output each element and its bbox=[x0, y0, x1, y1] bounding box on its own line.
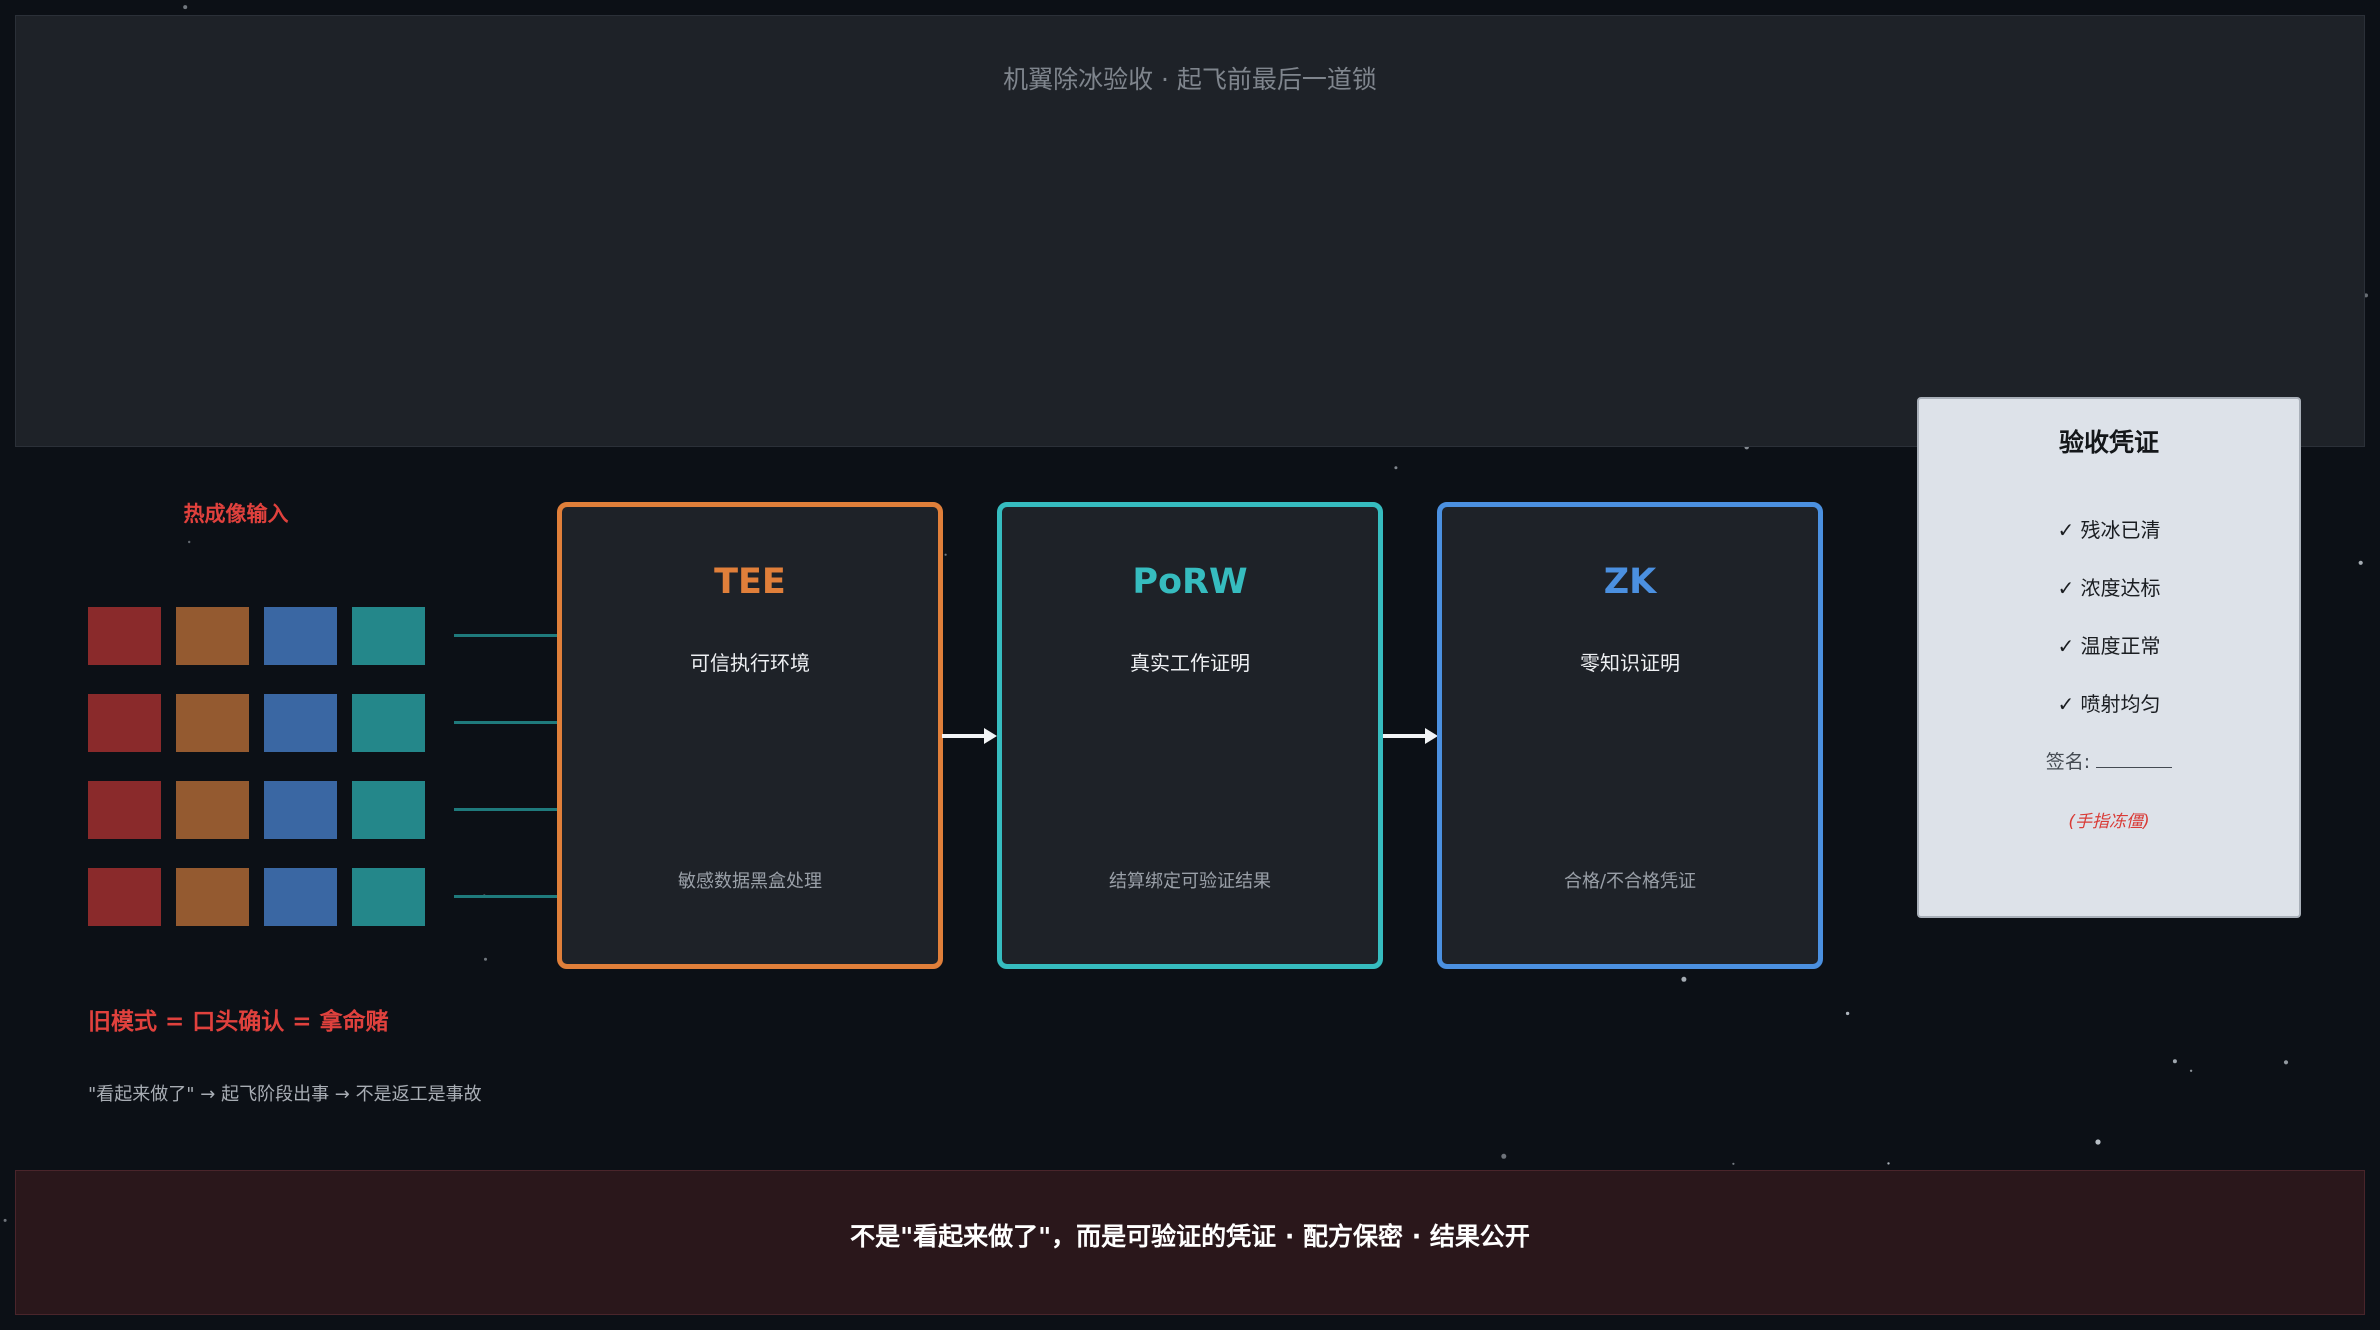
thermal-connector-line bbox=[454, 634, 606, 637]
thermal-connector-line bbox=[454, 808, 606, 811]
thermal-cell bbox=[176, 694, 249, 752]
certificate-note: (手指冻僵) bbox=[2068, 812, 2150, 832]
stage-zk-desc: 合格/不合格凭证 bbox=[1563, 871, 1697, 892]
thermal-cell bbox=[88, 607, 161, 665]
stage-zk-box: ZK 零知识证明 合格/不合格凭证 bbox=[1437, 502, 1823, 969]
stage-zk-abbr: ZK bbox=[1603, 562, 1657, 602]
star-dot bbox=[1887, 1162, 1890, 1165]
old-mode-headline: 旧模式 = 口头确认 = 拿命赌 bbox=[88, 1009, 389, 1035]
thermal-cell bbox=[264, 694, 337, 752]
thermal-cell bbox=[352, 781, 425, 839]
certificate-check-item: ✓ 喷射均匀 bbox=[2057, 692, 2161, 716]
star-dot bbox=[3, 1218, 7, 1222]
stage-zk-name: 零知识证明 bbox=[1580, 651, 1680, 675]
stage-tee-name: 可信执行环境 bbox=[690, 651, 810, 675]
thermal-cell bbox=[352, 607, 425, 665]
signature-label: 签名: bbox=[2045, 751, 2091, 773]
star-dot bbox=[1394, 466, 1398, 470]
star-dot bbox=[944, 553, 947, 556]
thermal-cell bbox=[264, 607, 337, 665]
arrow-porw-to-zk bbox=[1383, 734, 1429, 738]
star-dot bbox=[1845, 1011, 1850, 1016]
old-mode-description: "看起来做了" → 起飞阶段出事 → 不是返工是事故 bbox=[88, 1084, 482, 1105]
certificate-check-item: ✓ 残冰已清 bbox=[2057, 518, 2161, 542]
page-title: 机翼除冰验收 · 起飞前最后一道锁 bbox=[1003, 65, 1377, 94]
thermal-input-label: 热成像输入 bbox=[183, 502, 289, 526]
stage-tee-abbr: TEE bbox=[714, 562, 786, 602]
stage-porw-name: 真实工作证明 bbox=[1130, 651, 1250, 675]
stage-porw-abbr: PoRW bbox=[1132, 562, 1248, 602]
star-dot bbox=[2283, 1060, 2289, 1065]
signature-line bbox=[2096, 751, 2173, 768]
stage-tee-desc: 敏感数据黑盒处理 bbox=[678, 871, 822, 892]
acceptance-certificate: 验收凭证 ✓ 残冰已清 ✓ 浓度达标 ✓ 温度正常 ✓ 喷射均匀 签名: (手指… bbox=[1917, 397, 2301, 918]
star-dot bbox=[1732, 1162, 1735, 1165]
thermal-cell bbox=[264, 781, 337, 839]
certificate-check-item: ✓ 温度正常 bbox=[2057, 634, 2161, 658]
thermal-cell bbox=[352, 868, 425, 926]
star-dot bbox=[127, 1018, 132, 1023]
arrow-tee-to-porw bbox=[942, 734, 988, 738]
certificate-signature: 签名: bbox=[1919, 747, 2299, 774]
star-dot bbox=[2364, 293, 2368, 298]
stage-porw-box: PoRW 真实工作证明 结算绑定可验证结果 bbox=[997, 502, 1383, 969]
stage-tee-box: TEE 可信执行环境 敏感数据黑盒处理 bbox=[557, 502, 943, 969]
thermal-cell bbox=[88, 781, 161, 839]
thermal-cell bbox=[88, 868, 161, 926]
certificate-check-item: ✓ 浓度达标 bbox=[2057, 576, 2161, 600]
star-dot bbox=[2095, 1139, 2101, 1145]
arrow-head-icon bbox=[984, 728, 997, 744]
star-dot bbox=[2358, 560, 2363, 565]
star-dot bbox=[2189, 1069, 2193, 1073]
stage-porw-desc: 结算绑定可验证结果 bbox=[1109, 871, 1271, 892]
star-dot bbox=[183, 5, 188, 10]
thermal-cell bbox=[352, 694, 425, 752]
thermal-cell bbox=[176, 607, 249, 665]
footer-banner-panel bbox=[15, 1170, 2365, 1315]
star-dot bbox=[2172, 1059, 2177, 1064]
star-dot bbox=[1501, 1153, 1507, 1159]
thermal-cell bbox=[264, 868, 337, 926]
footer-statement: 不是"看起来做了"，而是可验证的凭证 · 配方保密 · 结果公开 bbox=[850, 1222, 1530, 1251]
thermal-cell bbox=[176, 868, 249, 926]
thermal-cell bbox=[176, 781, 249, 839]
thermal-cell bbox=[88, 694, 161, 752]
star-dot bbox=[1681, 976, 1687, 982]
thermal-connector-line bbox=[454, 895, 606, 898]
star-dot bbox=[188, 540, 191, 544]
star-dot bbox=[484, 957, 487, 961]
top-banner-panel bbox=[15, 15, 2365, 447]
thermal-connector-line bbox=[454, 721, 606, 724]
arrow-head-icon bbox=[1425, 728, 1438, 744]
certificate-title: 验收凭证 bbox=[2058, 428, 2159, 457]
